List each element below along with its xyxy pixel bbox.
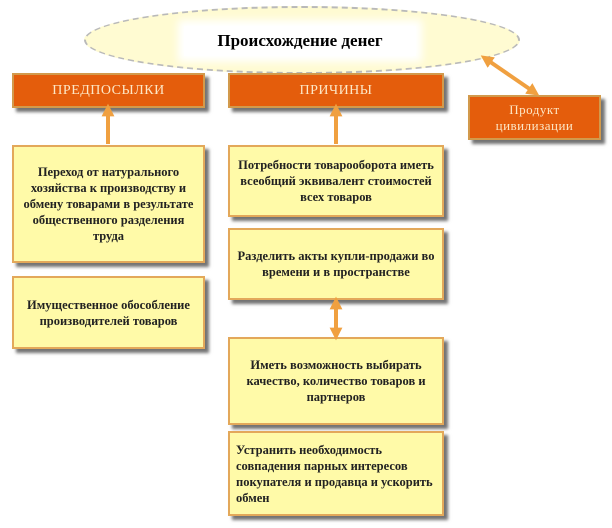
reason-card: Потребности товарооборота иметь всеобщий… [228,145,444,217]
prerequisite-card: Переход от натурального хозяйства к прои… [12,145,205,263]
reason-card: Устранить необходимость совпадения парны… [228,431,444,516]
header-reasons: ПРИЧИНЫ [228,73,444,108]
diagram-title: Происхождение денег [184,26,416,56]
reason-card: Разделить акты купли-продажи во времени … [228,228,444,300]
reason-card: Иметь возможность выбирать качество, кол… [228,337,444,425]
arrow-title-to-product [480,55,540,96]
header-civilization-product: Продукт цивилизации [468,95,601,140]
prerequisite-card: Имущественное обособление производителей… [12,276,205,349]
